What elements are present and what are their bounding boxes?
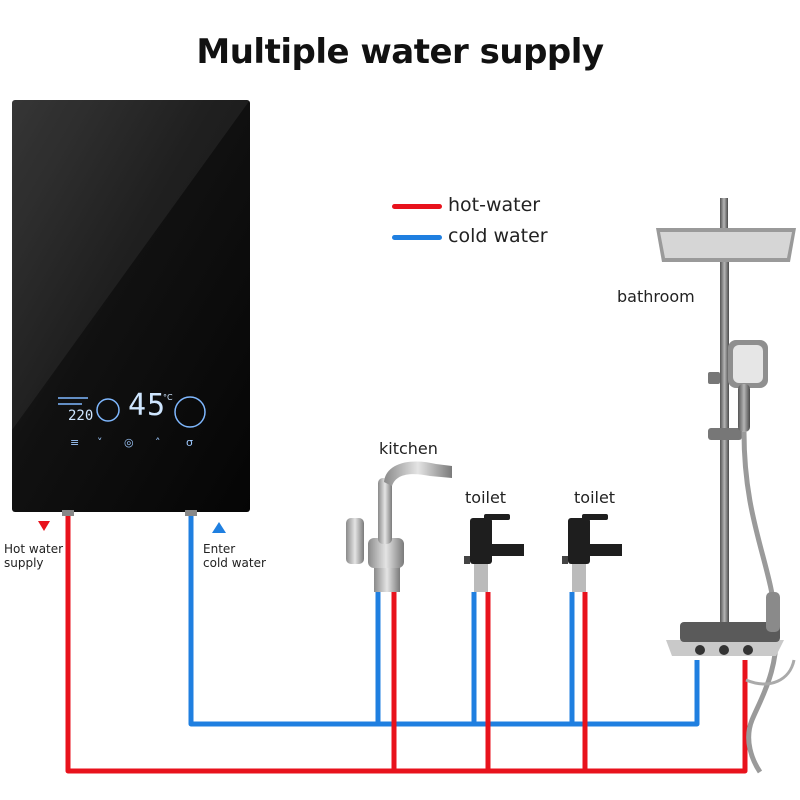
legend-hot-label: hot-water: [448, 194, 541, 216]
enter-cold-water-label: Enter cold water: [203, 542, 266, 570]
clock-icon: [96, 398, 120, 422]
heater-voltage: 220: [68, 408, 94, 424]
cold-inlet-arrow-icon: [212, 522, 226, 533]
legend-cold-label: cold water: [448, 225, 548, 247]
down-icon: ˅: [97, 436, 103, 449]
hot-water-pipe: [65, 512, 748, 774]
page-title: Multiple water supply: [196, 32, 604, 72]
kitchen-label: kitchen: [379, 439, 438, 458]
hot-water-supply-line-1: Hot water: [4, 542, 64, 556]
up-icon: ˄: [155, 436, 161, 449]
hot-water-supply-label: Hot water supply: [4, 542, 63, 570]
heater-temperature: 45: [128, 388, 167, 423]
heater-temperature-unit: °C: [163, 393, 173, 402]
legend-hot-swatch: [392, 204, 442, 209]
enter-cold-water-line-2: cold water: [203, 556, 266, 570]
kitchen-faucet: [346, 461, 452, 592]
water-heater: ≡ ˅ ◎ ˄ σ: [12, 100, 250, 516]
hot-water-supply-line-2: supply: [4, 556, 44, 570]
target-icon: ◎: [124, 436, 134, 449]
power-dial-icon: [174, 396, 206, 428]
hot-outlet-arrow-icon: [38, 521, 50, 531]
menu-icon: ≡: [70, 436, 79, 449]
heater-control-panel: [58, 396, 206, 428]
enter-cold-water-line-1: Enter: [203, 542, 236, 556]
legend-cold-swatch: [392, 235, 442, 240]
cold-water-pipe: [188, 512, 700, 727]
toilet-tap-2: [562, 514, 622, 592]
toilet-label-1: toilet: [465, 488, 507, 507]
toilet-tap-1: [464, 514, 524, 592]
bathroom-label: bathroom: [617, 287, 695, 306]
shower-system: [656, 198, 796, 774]
toilet-label-2: toilet: [574, 488, 616, 507]
settings-icon: σ: [186, 436, 193, 449]
